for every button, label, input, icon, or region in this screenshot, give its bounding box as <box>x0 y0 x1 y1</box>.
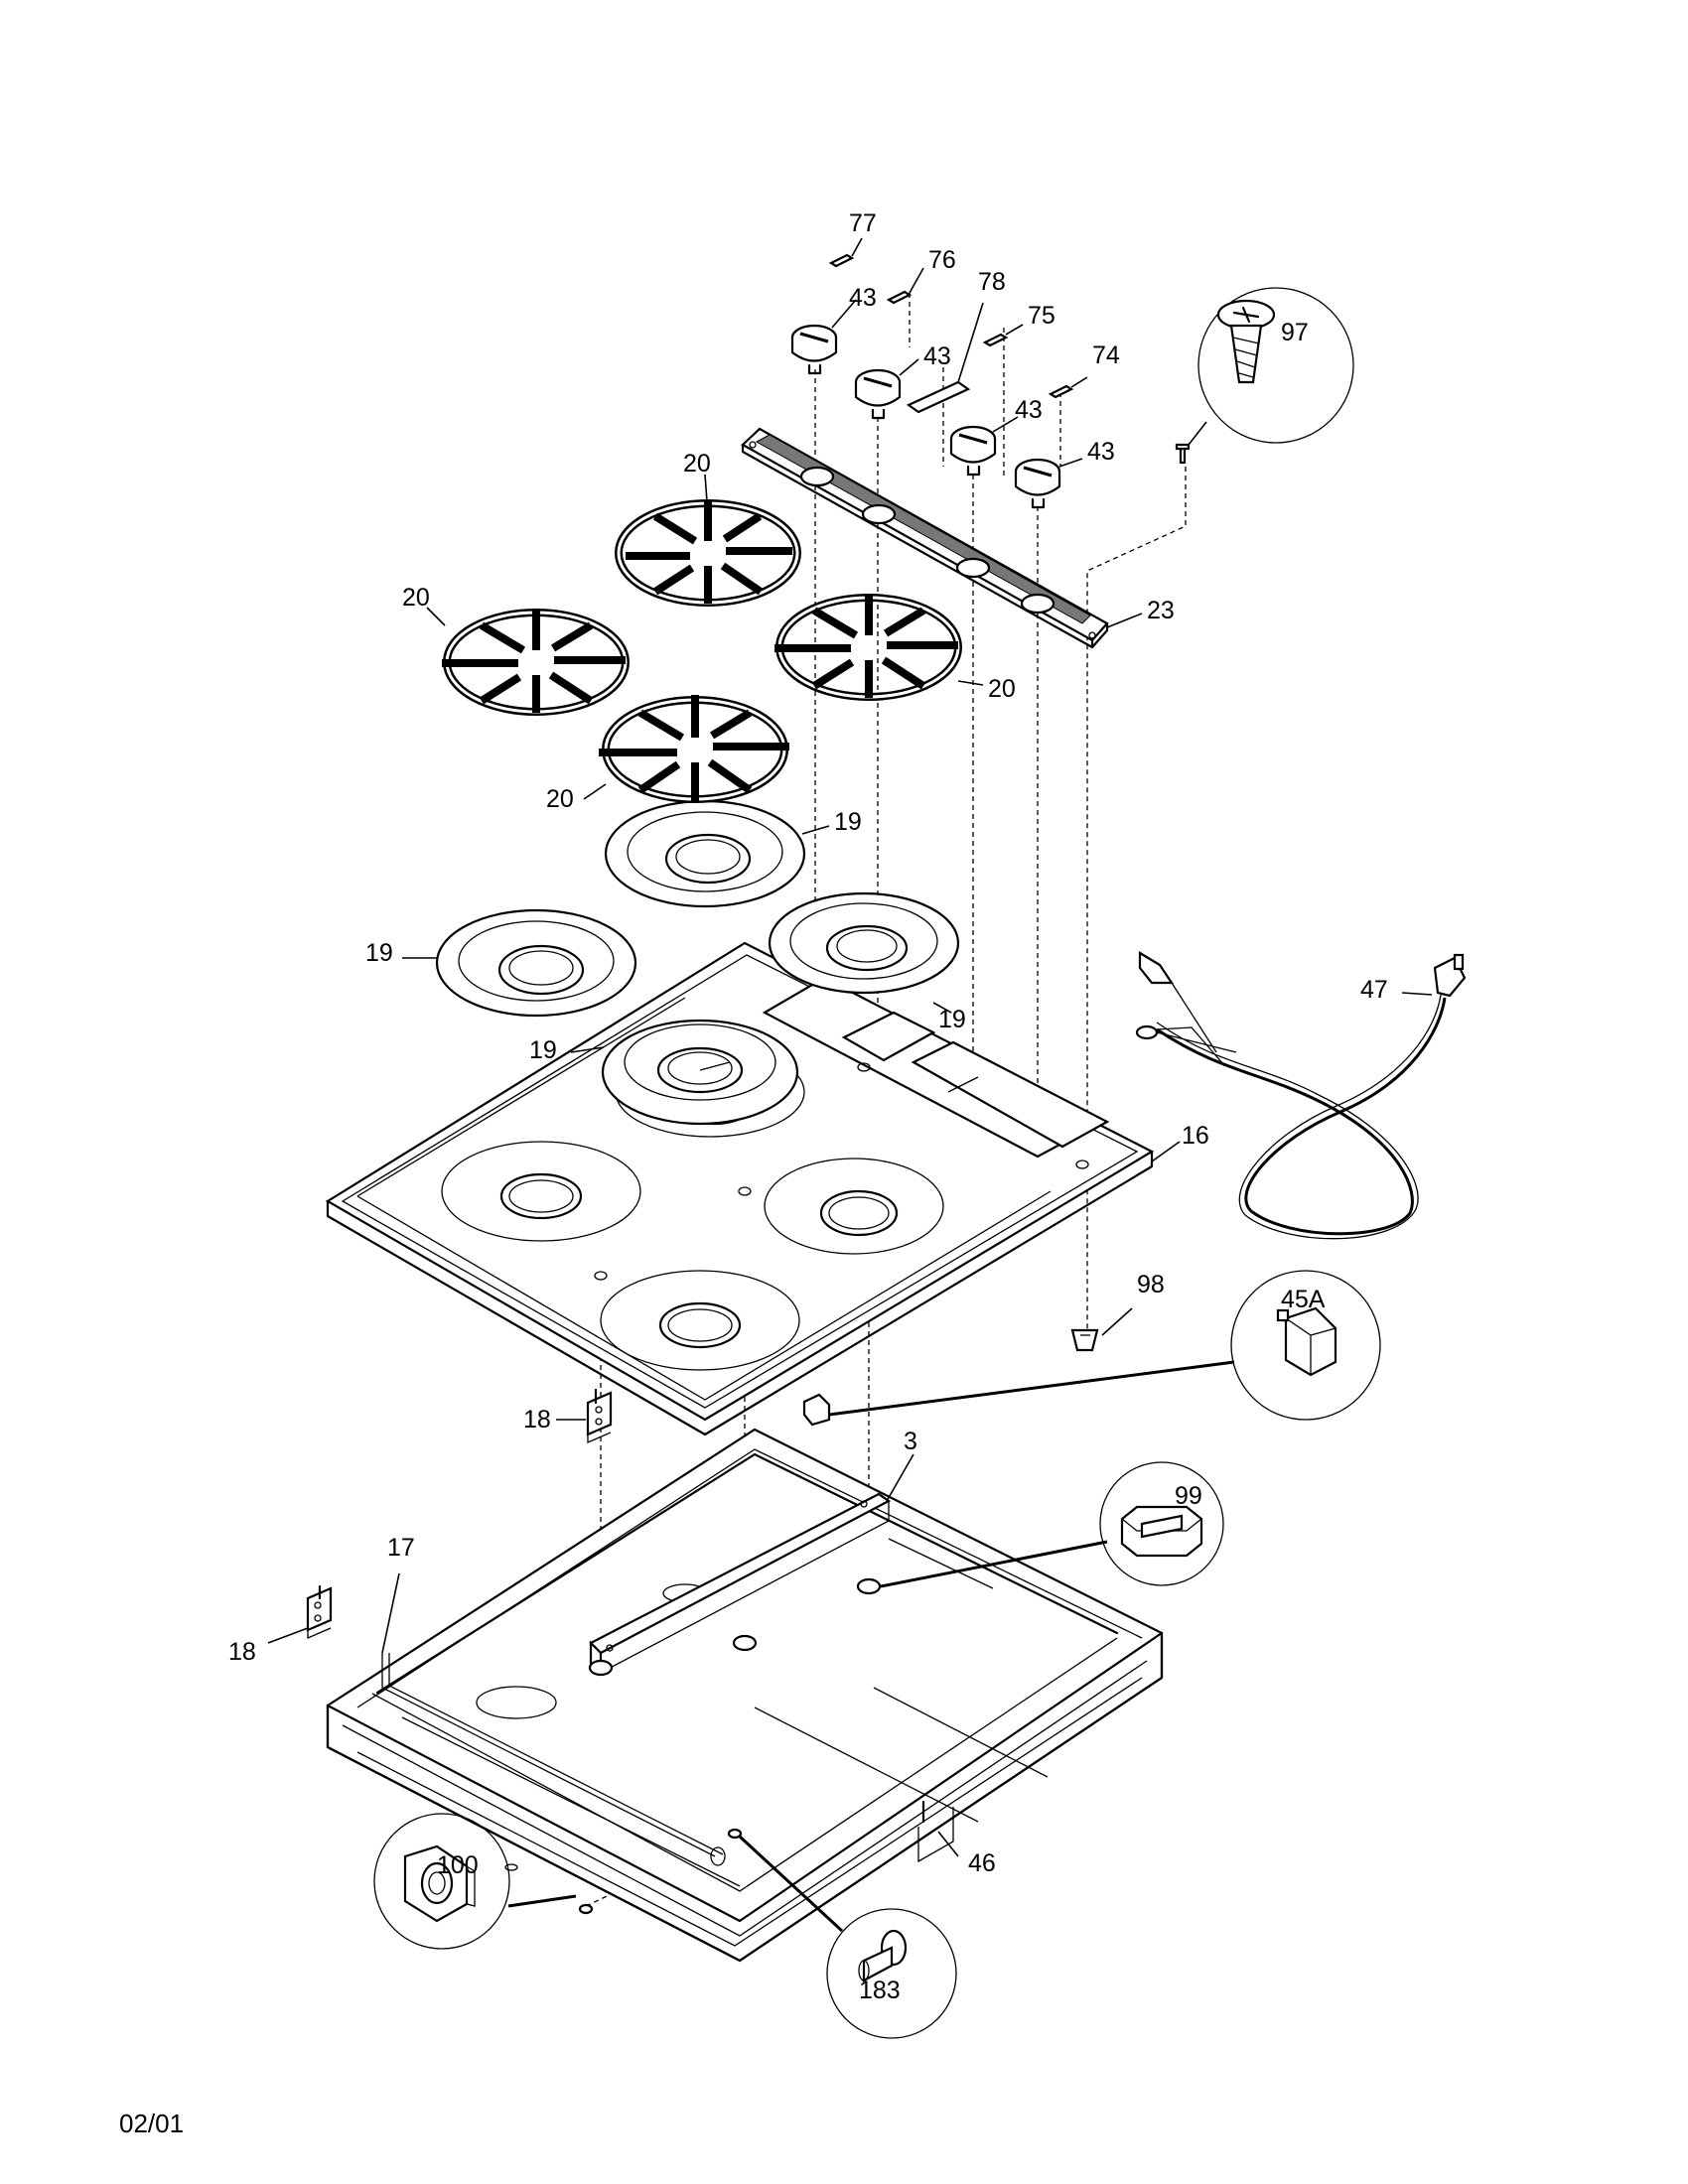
callout-75: 75 <box>1028 302 1055 330</box>
decal-78 <box>906 380 971 414</box>
detail-97 <box>1197 287 1354 444</box>
callout-17: 17 <box>387 1534 415 1562</box>
grate-left <box>442 609 630 716</box>
callout-20-d: 20 <box>546 785 574 813</box>
callout-20-a: 20 <box>683 450 711 478</box>
callout-20-b: 20 <box>402 584 430 612</box>
burner-well-front <box>600 1270 800 1371</box>
callout-43-a: 43 <box>849 284 877 312</box>
callout-183: 183 <box>859 1977 901 2004</box>
detail-183 <box>826 1908 957 2039</box>
pan-rod <box>381 1653 726 1866</box>
decal-74 <box>1048 384 1074 399</box>
callout-3: 3 <box>904 1428 917 1455</box>
grate-right <box>774 594 962 701</box>
callout-16: 16 <box>1182 1122 1209 1150</box>
grate-front <box>599 695 789 803</box>
callout-76: 76 <box>928 246 956 274</box>
leader-lines <box>267 237 1433 1933</box>
knob-2 <box>854 368 902 420</box>
decals <box>828 253 1074 414</box>
callout-23: 23 <box>1147 597 1175 624</box>
control-knobs <box>790 324 1061 509</box>
burner-well-right <box>764 1158 944 1255</box>
callout-78: 78 <box>978 268 1006 296</box>
callout-19-c: 19 <box>938 1006 966 1033</box>
control-panel <box>741 427 1109 649</box>
callout-labels: 77 76 78 75 74 97 43 43 43 43 20 20 20 2… <box>228 209 1388 2004</box>
callout-19-d: 19 <box>529 1036 557 1064</box>
pan-grommets <box>578 1577 882 1915</box>
drip-bowl-right <box>768 891 960 995</box>
callout-43-d: 43 <box>1087 438 1115 466</box>
callout-100: 100 <box>437 1851 479 1879</box>
decal-75 <box>982 333 1009 347</box>
callout-46: 46 <box>968 1849 996 1877</box>
callout-45a: 45A <box>1281 1286 1326 1313</box>
grate-back <box>615 499 801 607</box>
callout-19-b: 19 <box>365 939 393 967</box>
callout-74: 74 <box>1092 341 1120 369</box>
callout-19-a: 19 <box>834 808 862 836</box>
spark-module-small <box>802 1393 831 1427</box>
hinge-lower <box>306 1584 333 1639</box>
screw-97-small <box>1175 443 1191 465</box>
hinge-upper <box>586 1388 613 1443</box>
power-cord <box>1135 951 1467 1240</box>
knob-3 <box>949 425 997 477</box>
callout-20-c: 20 <box>988 675 1016 703</box>
detail-99 <box>1099 1461 1224 1586</box>
callout-43-c: 43 <box>1015 396 1043 424</box>
callout-77: 77 <box>849 209 877 237</box>
callout-97: 97 <box>1281 319 1309 346</box>
knob-4 <box>1014 458 1061 509</box>
cross-bracket <box>589 1492 892 1676</box>
cooktop-pan <box>326 1428 1164 1963</box>
callout-43-b: 43 <box>923 342 951 370</box>
main-top <box>325 941 1155 1436</box>
callout-47: 47 <box>1360 976 1388 1004</box>
detail-45A <box>1230 1270 1381 1421</box>
drip-bowl-left <box>435 908 637 1018</box>
detail-100 <box>373 1813 510 1950</box>
clip-98 <box>1070 1328 1099 1352</box>
drip-bowl-back <box>604 799 806 908</box>
drip-bowls <box>435 799 960 1126</box>
burner-well-left <box>441 1141 641 1242</box>
callout-18-a: 18 <box>523 1406 551 1433</box>
callout-18-b: 18 <box>228 1638 256 1666</box>
drip-bowl-front <box>601 1019 799 1126</box>
burner-grates <box>442 499 962 803</box>
knob-1 <box>790 324 838 375</box>
revision-date: 02/01 <box>119 2109 184 2138</box>
decal-76 <box>886 290 913 305</box>
callout-98: 98 <box>1137 1271 1165 1298</box>
callout-99: 99 <box>1175 1482 1202 1510</box>
decal-77 <box>828 253 855 268</box>
